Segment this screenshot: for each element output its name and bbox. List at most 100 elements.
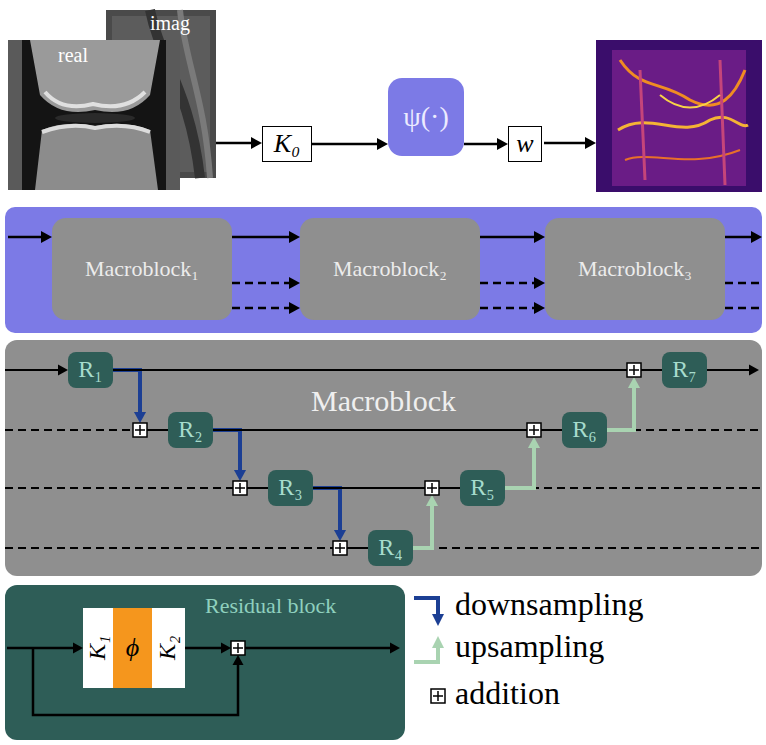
image-label: real <box>58 44 88 66</box>
arrow-head <box>585 137 596 149</box>
arrow-head <box>534 231 545 243</box>
connector <box>232 277 300 289</box>
connector <box>232 231 300 243</box>
downsampling-sample <box>414 598 438 614</box>
addition-symbol <box>627 363 641 377</box>
macroblock-panel: MacroblockR₁R₂R₃R₄R₅R₆R₇ <box>5 340 762 576</box>
network-band <box>5 207 762 333</box>
image-label-holder: imag <box>150 12 190 35</box>
connector-path <box>607 387 634 430</box>
addition-symbol <box>333 541 347 555</box>
heatmap-feature <box>660 95 720 108</box>
arrow-head <box>390 643 400 654</box>
lane-dashed <box>5 429 133 431</box>
arrow-head <box>534 302 545 314</box>
residual-block: R₅ <box>460 470 505 506</box>
residual-block: R₁ <box>68 352 113 388</box>
lane-dashed <box>413 547 762 549</box>
band-output-line <box>725 236 752 239</box>
legend-text: upsampling <box>455 628 604 664</box>
macroblock-box-label: Macroblock₂ <box>333 256 447 281</box>
connector-line <box>313 487 425 489</box>
connector <box>480 302 545 314</box>
lane-dashed <box>505 487 762 489</box>
conv-layer-label: K₂ <box>155 636 183 660</box>
connector-line <box>439 487 460 489</box>
network-box-label: ψ(·) <box>403 101 449 133</box>
connector <box>113 370 168 430</box>
arrow-head <box>251 137 262 149</box>
heatmap-feature <box>640 60 725 185</box>
connector-line <box>232 282 291 285</box>
residual-block-label: R₃ <box>278 474 302 502</box>
connector-path <box>213 430 240 471</box>
conv-layer: K₂ <box>152 608 185 688</box>
residual-block: R₃ <box>268 470 313 506</box>
connector-path <box>413 505 432 548</box>
addition-box <box>431 689 445 703</box>
addition-box <box>527 423 541 437</box>
arrow-head <box>221 643 231 654</box>
mri-real-image <box>8 40 180 190</box>
addition-sample <box>431 689 445 703</box>
macroblock-box: Macroblock₂ <box>300 218 480 320</box>
residual-block-label: R₁ <box>78 356 102 384</box>
addition-cross <box>339 543 341 553</box>
connector-line <box>480 236 536 239</box>
heatmap-feature <box>618 117 748 130</box>
soft-tissue <box>8 40 22 190</box>
arrow-head <box>432 636 444 648</box>
operator-box-label: K₀ <box>274 129 300 159</box>
upsampling-sample <box>414 648 438 662</box>
band-output-dashed <box>725 307 760 310</box>
macroblock-box: Macroblock₁ <box>52 218 232 320</box>
connector-line <box>213 429 527 431</box>
connector <box>505 430 562 488</box>
arrow-head <box>234 470 246 481</box>
arrow-head <box>426 495 438 506</box>
connector-line <box>147 429 168 431</box>
heatmap-ground <box>596 40 762 192</box>
connector-line <box>312 143 379 146</box>
connector <box>313 488 368 548</box>
connector <box>232 302 300 314</box>
addition-symbol <box>233 481 247 495</box>
residual-block-label: R₄ <box>378 534 402 562</box>
band-output-dashed <box>725 282 760 285</box>
arrow-head <box>41 231 52 243</box>
connector-line <box>232 307 291 310</box>
legend-text: downsampling <box>455 586 643 622</box>
activation-layer-label: ϕ <box>126 633 139 663</box>
addition-cross <box>237 643 239 653</box>
image-structure <box>180 10 210 178</box>
arrow-head <box>289 302 300 314</box>
addition-box <box>425 481 439 495</box>
arrow-head <box>233 655 244 665</box>
connector-line <box>541 429 562 431</box>
heatmap-feature <box>620 60 745 105</box>
arrow-head <box>534 277 545 289</box>
residual-block: R₂ <box>168 412 213 448</box>
operator-box: K₀ <box>262 126 312 162</box>
residual-block-label: R₇ <box>672 356 696 384</box>
connector <box>413 488 460 548</box>
femur-shape <box>30 40 160 112</box>
macroblock-box-label: Macroblock₁ <box>85 256 199 281</box>
connector <box>113 370 662 371</box>
soft-tissue <box>166 40 180 190</box>
residual-line <box>185 647 222 650</box>
arrow-head <box>134 412 146 423</box>
residual-block: R₄ <box>368 530 413 566</box>
connector <box>213 430 562 431</box>
network-box: ψ(·) <box>388 78 464 156</box>
macroblock-box-label: Macroblock₃ <box>578 256 692 281</box>
addition-box <box>231 641 245 655</box>
connector <box>480 277 545 289</box>
macroblock-box: Macroblock₃ <box>545 218 725 320</box>
arrow-head <box>73 643 83 654</box>
connector-line <box>641 369 662 371</box>
residual-block-label: R₂ <box>178 416 202 444</box>
joint-space <box>55 113 135 123</box>
addition-box <box>333 541 347 555</box>
image-ground <box>8 40 180 190</box>
